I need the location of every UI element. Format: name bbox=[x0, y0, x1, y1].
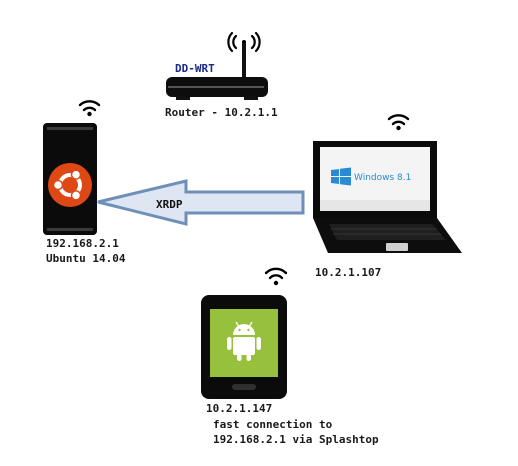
laptop-touchpad bbox=[386, 243, 408, 251]
router-antenna bbox=[242, 43, 246, 78]
router-brand-label: DD-WRT bbox=[175, 62, 215, 75]
windows-logo-icon bbox=[331, 167, 351, 186]
tablet bbox=[201, 267, 288, 399]
ubuntu-logo-icon bbox=[48, 163, 92, 207]
laptop-wifi-icon bbox=[387, 114, 410, 131]
server-ip-label: 192.168.2.1 bbox=[46, 237, 119, 250]
tablet-ip-label: 10.2.1.147 bbox=[206, 402, 273, 415]
server-wifi-icon bbox=[78, 100, 101, 117]
android-logo-icon bbox=[227, 321, 261, 361]
tablet-home-button bbox=[232, 384, 256, 390]
laptop: Windows 8.1 bbox=[313, 114, 462, 253]
laptop-keyboard bbox=[329, 224, 446, 240]
tablet-wifi-icon bbox=[264, 267, 288, 286]
tablet-note-line2: 192.168.2.1 via Splashtop bbox=[213, 433, 379, 446]
router: DD-WRT bbox=[166, 31, 268, 100]
server bbox=[43, 100, 101, 235]
xrdp-arrow: XRDP bbox=[97, 179, 305, 226]
windows-screen-text: Windows 8.1 bbox=[354, 173, 411, 183]
router-label: Router - 10.2.1.1 bbox=[165, 106, 278, 119]
server-os-label: Ubuntu 14.04 bbox=[46, 252, 126, 265]
laptop-ip-label: 10.2.1.107 bbox=[315, 266, 382, 279]
tablet-note-line1: fast connection to bbox=[213, 418, 333, 431]
xrdp-label: XRDP bbox=[156, 198, 183, 211]
